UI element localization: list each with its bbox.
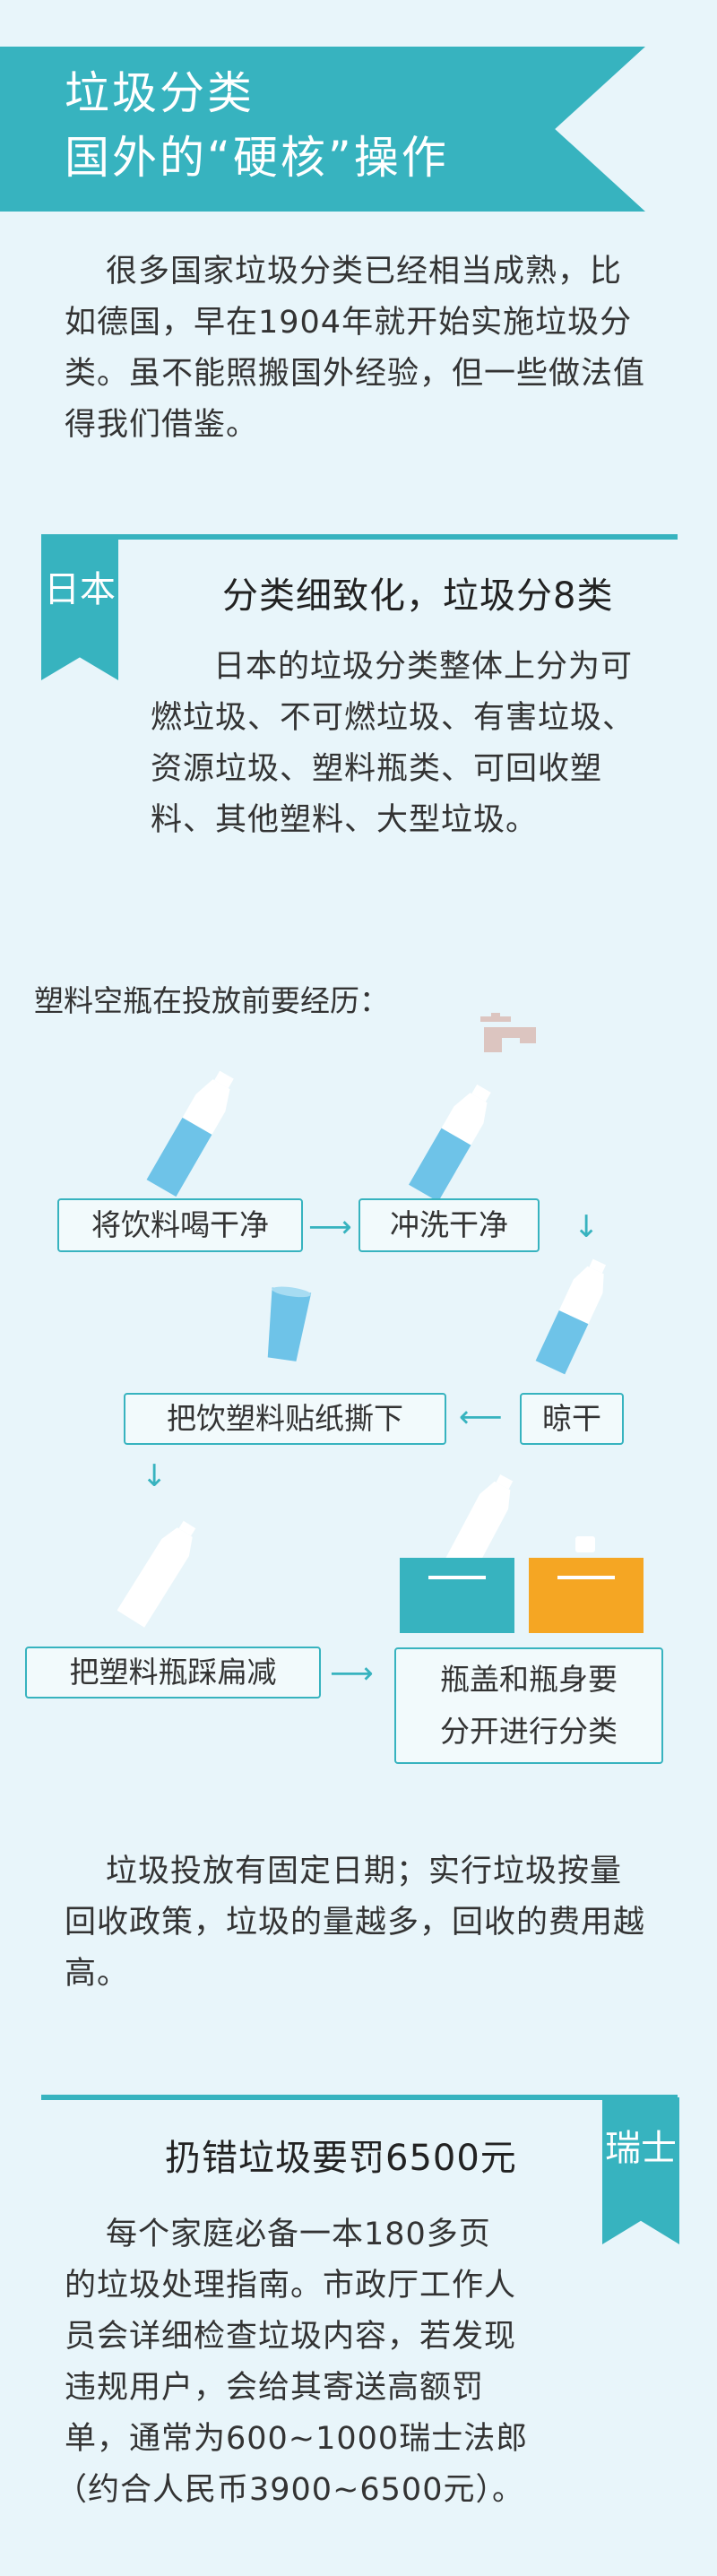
bottle-icon (444, 1474, 514, 1576)
swiss-line: 违规用户，会给其寄送高额罚 (65, 2370, 485, 2406)
bottle-icon (117, 1520, 196, 1628)
japan-line: 燃垃圾、不可燃垃圾、有害垃圾、 (151, 700, 635, 736)
japan-line: 料、其他塑料、大型垃圾。 (151, 802, 539, 838)
japan-line: 日本的垃圾分类整体上分为可 (213, 649, 634, 685)
arrow-left-icon: ⟵ (459, 1399, 503, 1435)
bin-slot (428, 1576, 486, 1579)
policy-line: 垃圾投放有固定日期；实行垃圾按量 (106, 1854, 623, 1889)
policy-paragraph: 垃圾投放有固定日期；实行垃圾按量 回收政策，垃圾的量越多，回收的费用越 高。 (65, 1846, 692, 2000)
intro-line: 很多国家垃圾分类已经相当成熟，比 (106, 254, 623, 290)
arrow-right-icon: ⟶ (308, 1209, 352, 1245)
japan-tag: 日本 (41, 537, 118, 680)
step-separate-line: 瓶盖和瓶身要 (440, 1662, 618, 1697)
arrow-down-icon: ↓ (142, 1458, 168, 1494)
swiss-line: 每个家庭必备一本180多页 (106, 2217, 491, 2252)
step-rinse: 冲洗干净 (358, 1198, 540, 1252)
bottle-icon (409, 1084, 491, 1202)
step-separate-line: 分开进行分类 (440, 1714, 618, 1749)
bottle-icon (146, 1070, 234, 1197)
swiss-section-title: 扔错垃圾要罚6500元 (165, 2138, 517, 2179)
bin-slot (557, 1576, 615, 1579)
swiss-tag: 瑞士 (602, 2097, 679, 2244)
step-separate: 瓶盖和瓶身要 分开进行分类 (394, 1647, 663, 1764)
japan-paragraph: 日本的垃圾分类整体上分为可 燃垃圾、不可燃垃圾、有害垃圾、 资源垃圾、塑料瓶类、… (151, 642, 706, 846)
step-dry: 晾干 (520, 1393, 624, 1445)
arrow-down-icon: ↓ (574, 1209, 600, 1245)
faucet-icon (480, 1013, 536, 1052)
swiss-line: 单，通常为600~1000瑞士法郎 (65, 2421, 529, 2457)
swiss-line: 员会详细检查垃圾内容，若发现 (65, 2319, 517, 2355)
japan-section-rule (41, 534, 678, 540)
intro-paragraph: 很多国家垃圾分类已经相当成熟，比 如德国，早在1904年就开始实施垃圾分 类。虽… (65, 246, 674, 451)
japan-line: 资源垃圾、塑料瓶类、可回收塑 (151, 751, 603, 787)
swiss-section-rule (41, 2095, 678, 2100)
step-flatten: 把塑料瓶踩扁减 (25, 1647, 321, 1699)
bin-icon (400, 1558, 514, 1633)
title-banner: 垃圾分类 国外的“硬核”操作 (0, 47, 645, 212)
swiss-line: 的垃圾处理指南。市政厅工作人 (65, 2268, 517, 2304)
intro-line: 如德国，早在1904年就开始实施垃圾分 (65, 305, 633, 341)
flow-intro: 塑料空瓶在投放前要经历： (34, 983, 389, 1018)
step-peel: 把饮塑料贴纸撕下 (124, 1393, 446, 1445)
bin-icon (529, 1558, 644, 1633)
cup-icon (267, 1286, 312, 1361)
policy-line: 回收政策，垃圾的量越多，回收的费用越 (65, 1905, 646, 1941)
swiss-paragraph: 每个家庭必备一本180多页 的垃圾处理指南。市政厅工作人 员会详细检查垃圾内容，… (56, 2209, 602, 2516)
intro-line: 类。虽不能照搬国外经验，但一些做法值 (65, 356, 646, 392)
arrow-right-icon: ⟶ (330, 1655, 374, 1691)
japan-section-title: 分类细致化，垃圾分8类 (222, 575, 614, 617)
swiss-line: （约合人民币3900~6500元）。 (56, 2472, 524, 2508)
cap-icon (575, 1536, 595, 1552)
title-line-2: 国外的“硬核”操作 (65, 132, 449, 184)
title-line-1: 垃圾分类 (65, 67, 255, 119)
bottle-icon (535, 1258, 607, 1375)
intro-line: 得我们借鉴。 (65, 407, 259, 443)
policy-line: 高。 (65, 1956, 130, 1992)
step-drink: 将饮料喝干净 (57, 1198, 303, 1252)
